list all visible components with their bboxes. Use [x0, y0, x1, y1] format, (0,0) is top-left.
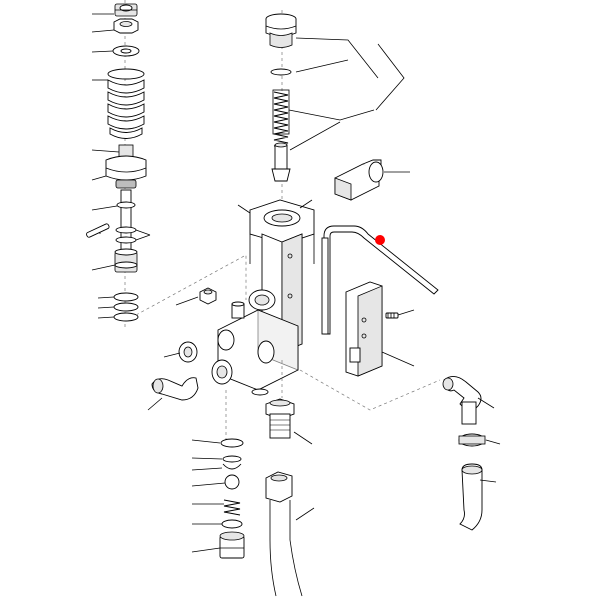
o-ring-left-2 [113, 302, 139, 312]
leader-nipple [293, 431, 313, 445]
lock-nut [114, 3, 138, 17]
top-regulator-assembly [265, 10, 297, 210]
o-ring-left-3 [113, 312, 139, 322]
leader-hose-right [479, 479, 497, 483]
o-ring-stem-1 [116, 201, 136, 209]
check-valve-stack [219, 438, 245, 559]
o-ring-cv-3 [221, 519, 243, 529]
hose-right [459, 463, 497, 531]
o-ring-cv-2 [222, 455, 242, 463]
construction-lines [135, 254, 441, 440]
mount-bracket [345, 281, 415, 377]
check-valve-leader-lines [191, 439, 226, 553]
hex-nut [113, 18, 139, 34]
left-leader-lines [91, 13, 151, 319]
ball [224, 474, 240, 490]
spring-small [272, 89, 290, 147]
o-ring-left-1 [113, 292, 139, 302]
leader-hose-bottom [295, 507, 315, 521]
top-leader-lines [288, 37, 405, 151]
hex-fitting [334, 159, 410, 201]
filter-tube [321, 225, 439, 335]
leader-screw [397, 309, 415, 316]
red-marker-dot [375, 235, 385, 245]
elbow-left [147, 377, 199, 411]
valve-stem-housing [105, 144, 147, 189]
spring-cv [223, 499, 241, 516]
left-valve-assembly [86, 0, 147, 330]
plunger [271, 142, 291, 182]
manifold-body [211, 199, 315, 396]
leader-hose-clamp [485, 439, 501, 445]
o-ring-stem-3 [115, 236, 137, 244]
elbow-right [442, 376, 495, 425]
screw [385, 309, 415, 319]
valve-seat [114, 248, 138, 273]
leader-elbow-left [147, 397, 163, 411]
pin [86, 223, 110, 238]
o-ring-cv-1 [220, 438, 244, 448]
valve-cap [265, 13, 297, 48]
leader-bracket [381, 351, 415, 367]
small-plug [199, 287, 217, 305]
nipple [265, 398, 313, 445]
o-ring-cap [270, 68, 292, 76]
valve-seat-cv [219, 531, 245, 559]
o-ring-stem-2 [115, 226, 137, 234]
manifold-leader-lines [163, 199, 313, 358]
washer [112, 45, 140, 57]
hose-clamp [458, 433, 501, 447]
leader-elbow-right [477, 397, 495, 409]
hose-bottom [265, 471, 315, 597]
spring-clip [222, 463, 242, 470]
large-spring [107, 68, 145, 139]
bushing [178, 341, 198, 363]
